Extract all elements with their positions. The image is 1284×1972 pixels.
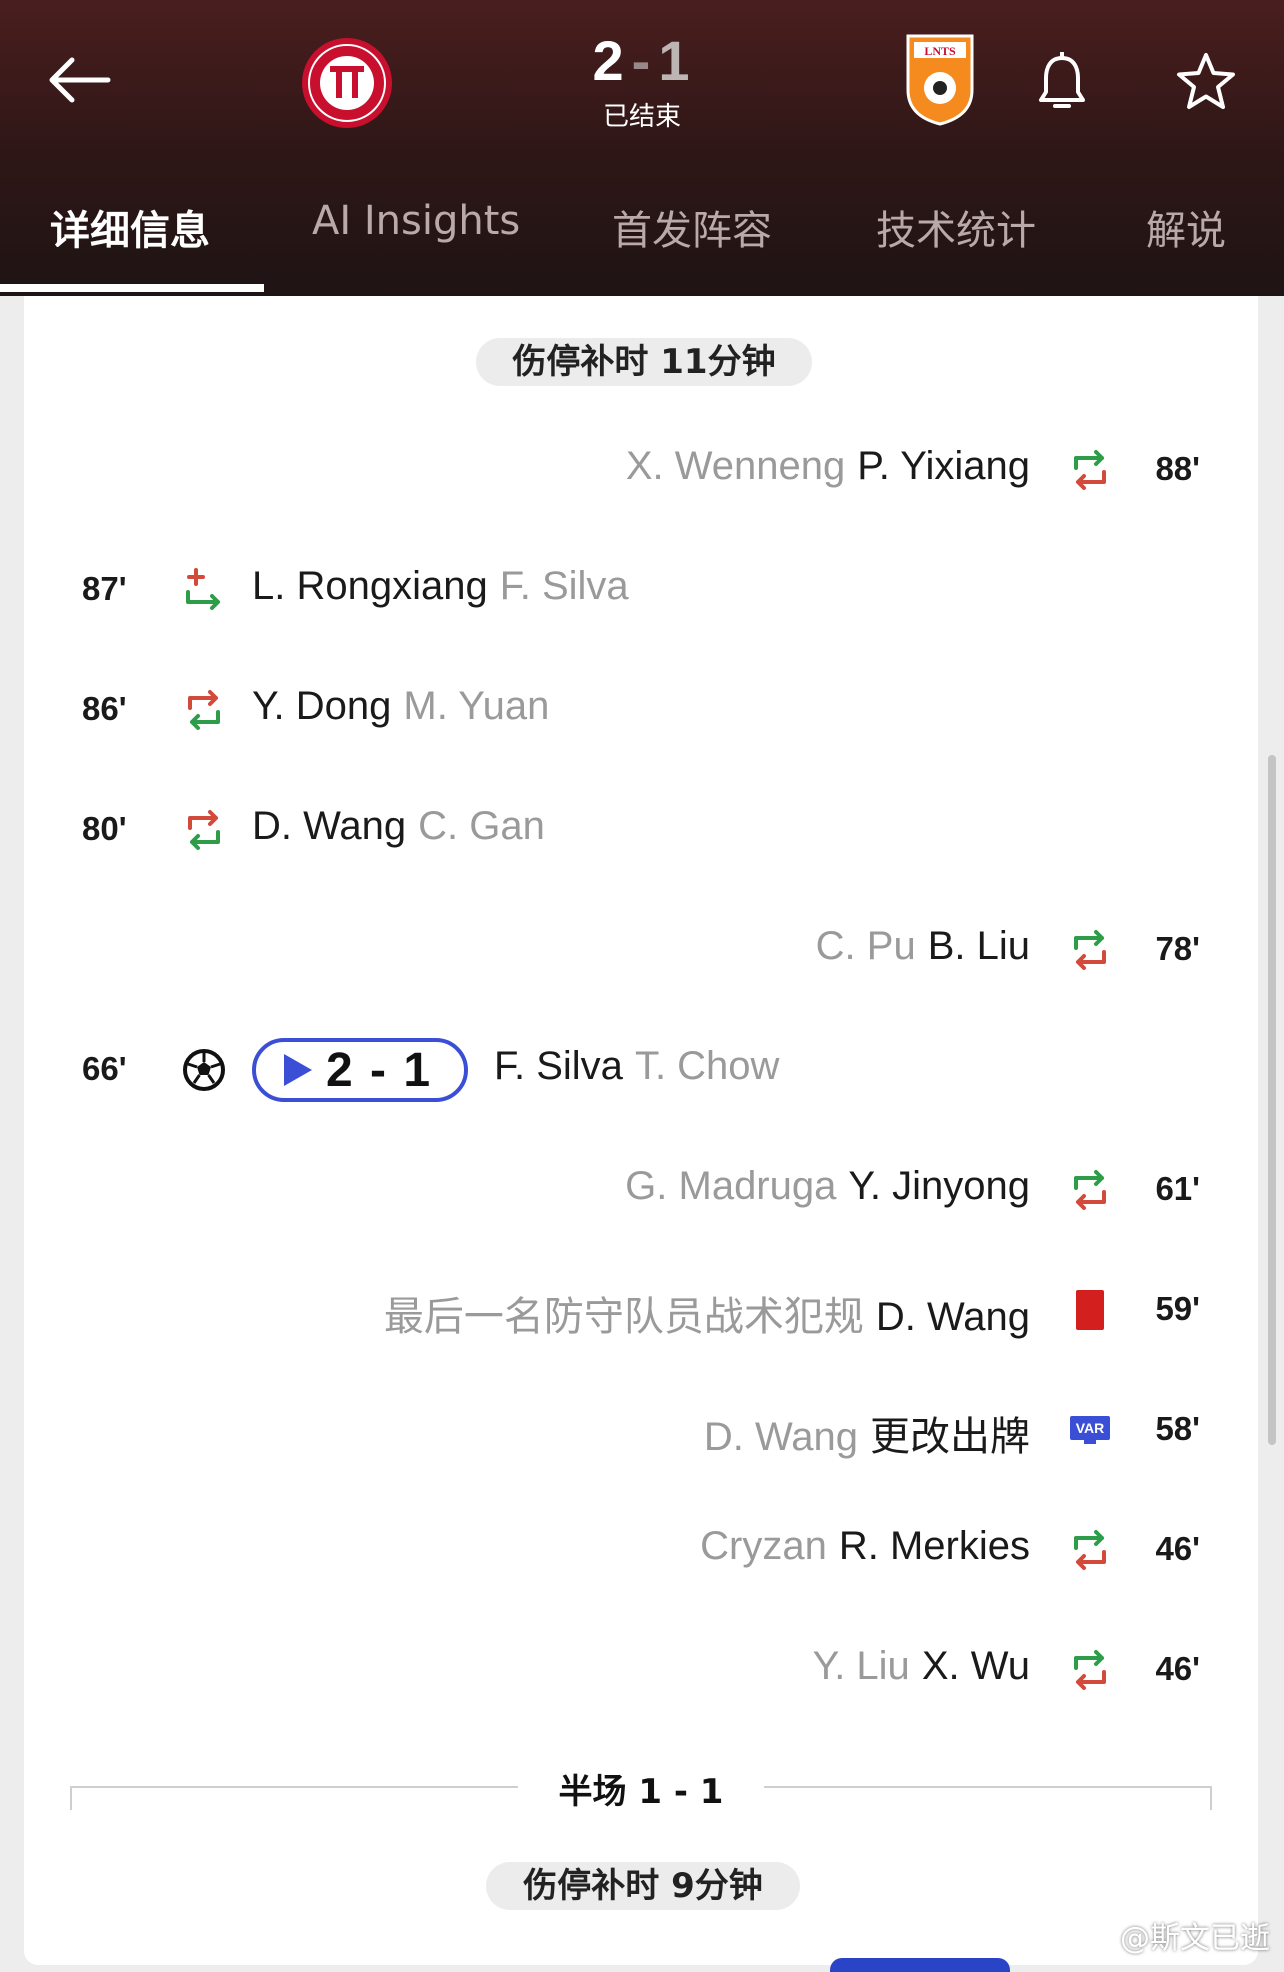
active-tab-indicator: [0, 284, 264, 292]
substitution-icon: [1068, 448, 1112, 492]
match-score: 2-1: [542, 30, 742, 92]
player-out: X. Wenneng: [625, 444, 846, 488]
var-player: D. Wang: [703, 1415, 858, 1459]
var-label: VAR: [1076, 1420, 1105, 1436]
home-score: 2: [592, 29, 626, 92]
tab-ai-insights[interactable]: AI Insights: [312, 198, 521, 244]
notification-bell-icon[interactable]: [1030, 45, 1094, 121]
scrollbar[interactable]: [1268, 755, 1276, 1445]
substitution-icon: [1068, 1648, 1112, 1692]
player-in: R. Merkies: [838, 1524, 1030, 1568]
player-in: L. Rongxiang: [252, 564, 488, 608]
watermark: @斯文已逝: [1120, 1921, 1270, 1956]
goal-video-button[interactable]: 2 - 1: [252, 1038, 468, 1102]
tab-bar: 详细信息 AI Insights 首发阵容 技术统计 解说: [0, 176, 1284, 296]
player-in: P. Yixiang: [857, 444, 1030, 488]
event-minute: 87': [82, 570, 127, 607]
substitution-icon: [1068, 1168, 1112, 1212]
away-team-logo[interactable]: LNTS: [904, 32, 976, 126]
play-icon: [284, 1054, 312, 1086]
var-icon: VAR: [1068, 1408, 1112, 1452]
goal-score: 2 - 1: [326, 1043, 433, 1097]
event-minute: 80': [82, 810, 127, 847]
event-minute: 86': [82, 690, 127, 727]
player-out: Y. Liu: [812, 1644, 910, 1688]
goal-scorer: F. Silva: [494, 1044, 623, 1088]
tab-commentary[interactable]: 解说: [1146, 208, 1226, 254]
match-header: 2-1 已结束 LNTS 详细信息 AI Insights 首发阵容 技术统计 …: [0, 0, 1284, 296]
player-out: Cryzan: [700, 1524, 827, 1568]
substitution-icon: [1068, 1528, 1112, 1572]
tab-stats[interactable]: 技术统计: [876, 208, 1036, 254]
player-in: X. Wu: [921, 1644, 1030, 1688]
event-minute: 58': [1155, 1410, 1200, 1447]
event-minute: 66': [82, 1050, 127, 1087]
match-status: 已结束: [602, 102, 681, 132]
goal-assist: T. Chow: [634, 1044, 780, 1088]
score-separator: -: [631, 29, 653, 92]
back-arrow-icon[interactable]: [40, 45, 120, 115]
tab-lineups[interactable]: 首发阵容: [612, 208, 772, 254]
substitution-icon: [1068, 928, 1112, 972]
event-minute: 59': [1155, 1290, 1200, 1327]
injury-substitution-icon: [182, 568, 226, 612]
substitution-icon: [182, 808, 226, 852]
home-team-logo[interactable]: [300, 36, 394, 130]
carded-player: D. Wang: [875, 1295, 1030, 1339]
red-card-icon: [1068, 1288, 1112, 1332]
tab-details[interactable]: 详细信息: [50, 208, 210, 254]
timeline-event[interactable]: D. Wang 更改出牌 VAR 58': [24, 1390, 1258, 1470]
goal-ball-icon: [182, 1048, 226, 1092]
event-minute: 46': [1155, 1650, 1200, 1687]
player-in: Y. Jinyong: [848, 1164, 1030, 1208]
event-players: D. Wang 更改出牌: [704, 1404, 1030, 1462]
event-minute: 46': [1155, 1530, 1200, 1567]
away-score: 1: [658, 29, 692, 92]
player-out: G. Madruga: [625, 1164, 837, 1208]
player-out: M. Yuan: [403, 684, 550, 728]
halftime-divider: 半场 1 - 1: [70, 1764, 1212, 1816]
player-out: C. Gan: [418, 804, 545, 848]
svg-text:LNTS: LNTS: [924, 44, 956, 58]
favorite-star-icon[interactable]: [1170, 45, 1242, 117]
event-minute: 61': [1155, 1170, 1200, 1207]
card-reason: 最后一名防守队员战术犯规: [383, 1294, 864, 1340]
stoppage-time-badge: 伤停补时 9分钟: [486, 1862, 800, 1910]
event-minute: 78': [1155, 930, 1200, 967]
divider-line: [764, 1786, 1212, 1810]
substitution-icon: [182, 688, 226, 732]
goal-video-button[interactable]: [830, 1958, 1010, 1972]
player-in: D. Wang: [252, 804, 407, 848]
player-in: Y. Dong: [252, 684, 392, 728]
halftime-score: 半场 1 - 1: [558, 1772, 724, 1812]
event-minute: 88': [1155, 450, 1200, 487]
player-out: F. Silva: [499, 564, 629, 608]
player-out: C. Pu: [815, 924, 916, 968]
var-decision: 更改出牌: [870, 1414, 1030, 1460]
player-in: B. Liu: [927, 924, 1030, 968]
stoppage-time-badge: 伤停补时 11分钟: [476, 338, 812, 386]
divider-line: [70, 1786, 518, 1810]
